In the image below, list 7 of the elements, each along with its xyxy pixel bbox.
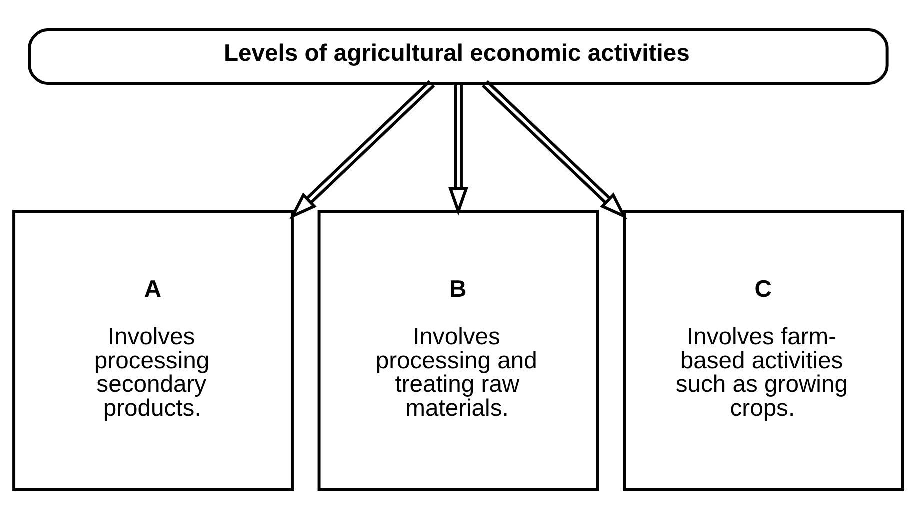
arrow [448,84,468,216]
arrow [482,80,628,220]
node-box: B Involves processing and treating raw materials. [318,210,600,492]
arrow [290,80,436,220]
node-box: A Involves processing secondary products. [12,210,294,492]
node-box: C Involves farm-based activities such as growing crops. [623,210,904,492]
node-box: Levels of agricultural economic activities [28,28,889,86]
